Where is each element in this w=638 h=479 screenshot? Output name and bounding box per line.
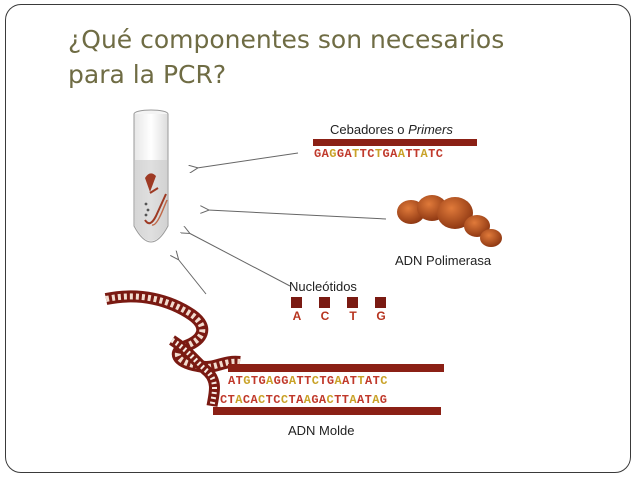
nucleotide-block [291,297,302,308]
test-tube [134,110,168,242]
primer-bar [313,139,477,146]
sequence-letter: T [228,393,236,407]
sequence-letter: C [312,374,320,388]
sequence-letter: C [243,393,251,407]
sequence-letter: A [304,393,312,407]
sequence-letter: A [322,147,330,161]
sequence-letter: T [288,393,296,407]
primers-label: Cebadores o Primers [330,122,453,137]
sequence-letter: G [243,374,251,388]
sequence-letter: T [334,393,342,407]
dna-ribbon [106,296,240,406]
sequence-letter: A [235,393,243,407]
sequence-letter: A [344,147,352,161]
sequence-letter: T [428,147,436,161]
sequence-letter: G [258,374,266,388]
sequence-letter: C [273,393,281,407]
sequence-letter: G [382,147,390,161]
sequence-letter: T [365,393,373,407]
sequence-letter: T [342,393,350,407]
sequence-letter: A [398,147,406,161]
sequence-letter: A [349,393,357,407]
sequence-letter: C [367,147,375,161]
sequence-letter: A [357,393,365,407]
template-top-sequence: ATGTGAGGATTCTGAATTATC [228,374,388,388]
sequence-letter: A [365,374,373,388]
arrow-nucleotides [189,233,290,286]
sequence-letter: C [436,147,444,161]
sequence-letter: T [360,147,368,161]
template-bottom-bar [213,407,441,415]
template-top-bar [228,364,444,372]
sequence-letter: G [327,374,335,388]
sequence-letter: C [220,393,228,407]
sequence-letter: T [319,374,327,388]
sequence-letter: T [296,374,304,388]
sequence-letter: T [405,147,413,161]
sequence-letter: G [311,393,319,407]
polymerase-protein [397,195,502,247]
sequence-letter: G [329,147,337,161]
arrow-template [178,259,206,294]
sequence-letter: T [304,374,312,388]
nucleotide-letter: A [289,309,305,323]
sequence-letter: T [352,147,360,161]
primer-sequence: GAGGATTCTGAATTATC [314,147,443,161]
sequence-letter: A [335,374,343,388]
nucleotide-letter: T [345,309,361,323]
sequence-letter: G [314,147,322,161]
sequence-letter: T [251,374,259,388]
sequence-letter: T [350,374,358,388]
sequence-letter: A [319,393,327,407]
sequence-letter: C [380,374,388,388]
template-label: ADN Molde [288,423,354,438]
sequence-letter: T [357,374,365,388]
sequence-letter: A [342,374,350,388]
nucleotide-block [319,297,330,308]
sequence-letter: G [281,374,289,388]
sequence-letter: A [289,374,297,388]
arrow-primers [197,153,298,168]
sequence-letter: T [266,393,274,407]
sequence-letter: T [375,147,383,161]
nucleotide-letter: G [373,309,389,323]
sequence-letter: T [373,374,381,388]
sequence-letter: C [281,393,289,407]
template-bottom-sequence: CTACACTCCTAAGACTTAATAG [220,393,387,407]
sequence-letter: A [372,393,380,407]
sequence-letter: A [250,393,258,407]
sequence-letter: C [258,393,266,407]
sequence-letter: A [296,393,304,407]
sequence-letter: T [236,374,244,388]
sequence-letter: T [413,147,421,161]
polymerase-label: ADN Polimerasa [395,253,491,268]
sequence-letter: A [421,147,429,161]
nucleotide-block [375,297,386,308]
primers-label-prefix: Cebadores o [330,122,408,137]
arrow-polymerase [208,210,386,219]
sequence-letter: G [337,147,345,161]
primers-label-italic: Primers [408,122,453,137]
nucleotide-block [347,297,358,308]
sequence-letter: G [380,393,388,407]
nucleotides-label: Nucleótidos [289,279,357,294]
sequence-letter: A [266,374,274,388]
sequence-letter: C [327,393,335,407]
nucleotide-letter: C [317,309,333,323]
sequence-letter: A [228,374,236,388]
sequence-letter: G [274,374,282,388]
sequence-letter: A [390,147,398,161]
